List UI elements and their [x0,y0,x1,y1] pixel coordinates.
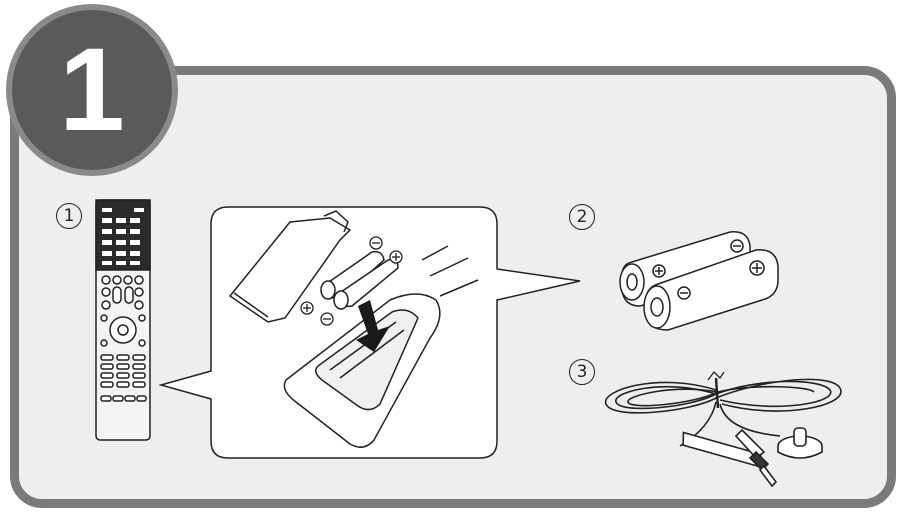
callout-marker-remote: 1 [56,203,82,229]
battery-insertion-detail-icon [161,207,580,458]
callout-marker-batteries: 2 [569,204,595,230]
aa-batteries-icon [620,232,778,330]
callout-number: 1 [64,206,75,226]
callout-number: 3 [577,362,588,382]
fm-antenna-cable-icon [606,372,841,486]
callout-number: 2 [577,207,588,227]
callout-marker-antenna: 3 [569,359,595,385]
remote-control-icon [96,200,150,440]
